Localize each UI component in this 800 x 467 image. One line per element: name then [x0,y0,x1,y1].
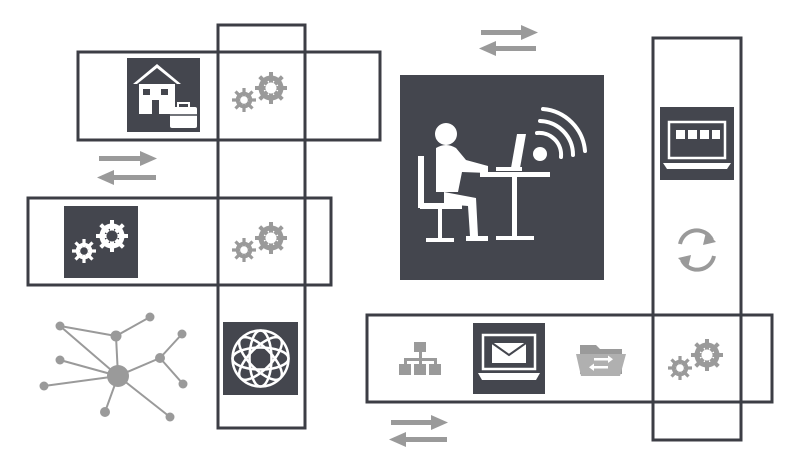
remote-worker-panel [400,75,604,280]
frame-outlines [26,23,774,442]
computer-icon [663,120,731,169]
hierarchy-icon [399,342,441,375]
globe-icon [231,329,290,388]
folder-transfer-icon [576,345,626,376]
transfer-arrows-icon [97,25,538,447]
home-office-icon [133,64,197,128]
top-left-horizontal-frame [76,50,382,142]
email-laptop-icon [478,333,540,380]
gears-icon [666,339,723,382]
transfer-arrows-left [97,151,157,185]
right-vertical-frame [651,36,743,442]
home-office-tile [127,58,200,132]
email-laptop-tile [473,323,545,394]
wifi-icon [533,107,587,161]
gears-tile [64,206,138,278]
network-icon [39,312,188,422]
bottom-right-horizontal-frame [365,313,774,404]
transfer-arrows-bottom [389,415,448,447]
remote-worker-icon [418,123,550,242]
gears-icon [230,72,287,114]
middle-left-horizontal-frame [26,196,333,287]
computer-tile [660,107,734,180]
refresh-icon [678,228,716,272]
transfer-arrows-top [479,25,538,56]
globe-tile [223,322,298,395]
gears-icon [230,222,287,264]
left-vertical-frame [216,23,307,430]
